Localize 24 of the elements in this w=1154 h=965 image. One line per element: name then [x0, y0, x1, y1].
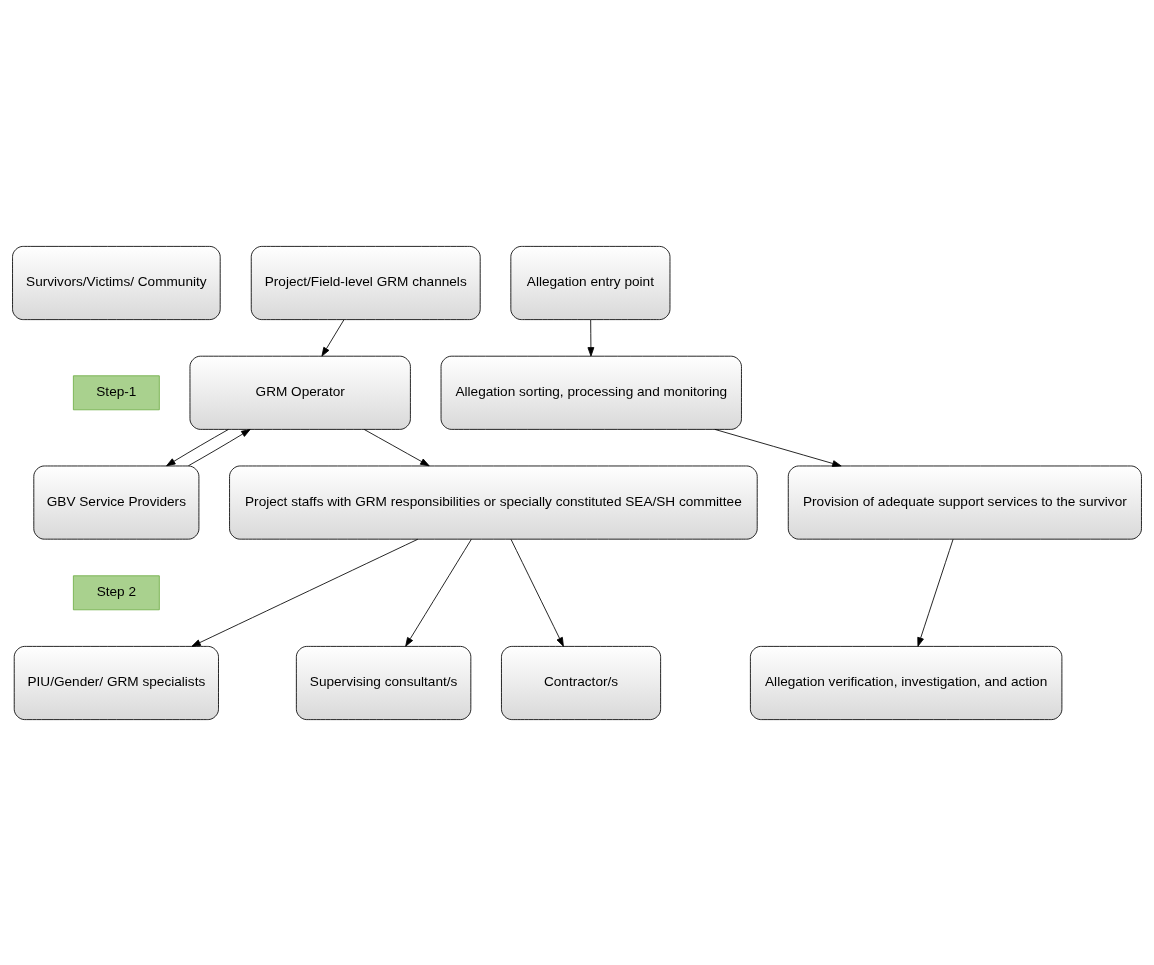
node-box: Survivors/Victims/ Community — [12, 245, 221, 320]
arrow — [321, 318, 345, 357]
node-box: Allegation entry point — [510, 245, 671, 320]
arrow — [191, 538, 419, 647]
arrow — [363, 428, 430, 466]
arrow — [405, 538, 472, 647]
node-box: PIU/Gender/ GRM specialists — [13, 645, 219, 720]
node-box: Contractor/s — [501, 645, 662, 720]
node-box: Allegation verification, investigation, and action — [749, 645, 1063, 720]
arrow — [166, 428, 229, 466]
node-box: Step-1 — [72, 374, 160, 410]
arrow — [587, 318, 595, 357]
node-box: GBV Service Providers — [33, 465, 200, 540]
node-box: Provision of adequate support services to the survivor — [787, 465, 1142, 540]
node-box: GRM Operator — [189, 355, 411, 430]
arrow — [187, 428, 251, 466]
arrow — [917, 538, 954, 647]
node-box: Allegation sorting, processing and monitoring — [440, 355, 742, 430]
node-box: Project/Field-level GRM channels — [250, 245, 481, 320]
arrow — [510, 538, 564, 647]
arrow — [714, 428, 842, 467]
node-box: Step 2 — [72, 574, 160, 610]
node-box: Supervising consultant/s — [295, 645, 472, 720]
node-box: Project staffs with GRM responsibilities or specially constituted SEA/SH committee — [229, 465, 758, 540]
